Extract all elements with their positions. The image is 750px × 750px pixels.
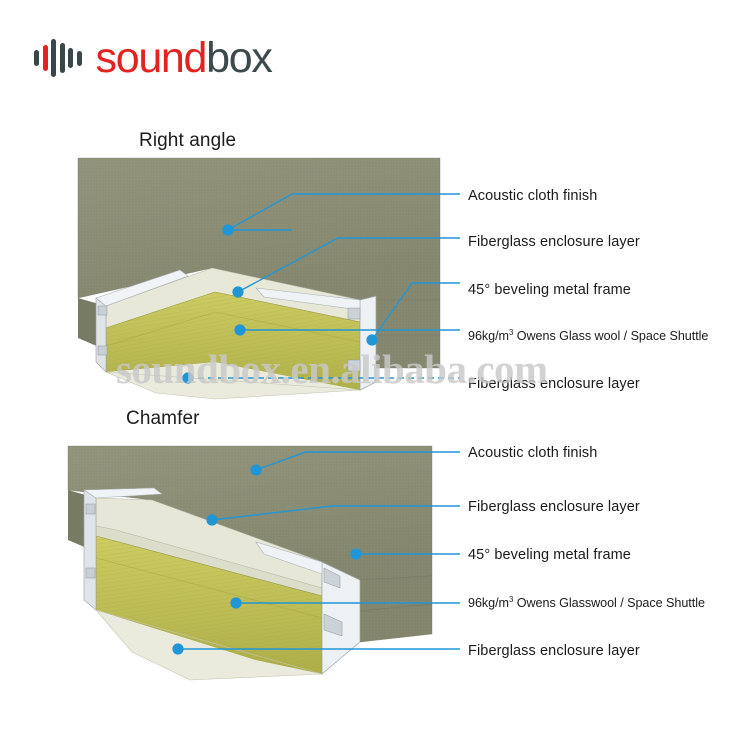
callout-label-beveling-metal-frame: 45° beveling metal frame [468,282,631,298]
callout-label-fiberglass-enclosure-upper: Fiberglass enclosure layer [468,234,640,250]
acoustic-cloth-right-edge [359,575,433,643]
callout-label-glass-wool: 96kg/m3 Owens Glass wool / Space Shuttle [468,327,709,343]
callout-label-acoustic-cloth-finish: Acoustic cloth finish [468,188,598,204]
callout-label-beveling-metal-frame: 45° beveling metal frame [468,547,631,563]
glass-wool-density: 96kg/m [468,329,509,343]
glass-wool-brand: Owens Glasswool / Space Shuttle [513,596,705,610]
panel-section-chamfer: Chamfer [0,395,750,695]
leader-dot-fiberglass-upper [206,514,218,526]
leader-dot-glass-wool [230,597,242,609]
beveling-metal-frame-left [83,487,163,611]
leader-dot-metal-frame [366,334,378,346]
leader-dot-fiberglass-upper [232,286,244,298]
callout-label-fiberglass-enclosure-upper: Fiberglass enclosure layer [468,499,640,515]
leader-lines [188,193,460,379]
beveling-metal-frame-left [95,269,189,373]
brand-name: soundbox [95,33,273,82]
leader-lines [178,451,460,650]
callout-label-fiberglass-enclosure-bottom: Fiberglass enclosure layer [468,643,640,659]
leader-dot-acoustic-cloth [222,224,234,236]
brand-name-primary: sound [95,33,208,82]
leader-dots [172,464,362,655]
leader-dot-metal-frame [350,548,362,560]
callout-label-acoustic-cloth-finish: Acoustic cloth finish [468,445,598,461]
brand-name-secondary: box [206,33,273,82]
section-title-chamfer: Chamfer [126,408,200,429]
leader-dot-glass-wool [234,324,246,336]
glass-wool-unit-exponent: 3 [509,327,514,337]
beveling-metal-frame-right [255,541,361,675]
panel-section-right-angle: Right angle [0,108,750,400]
right-angle-panel-illustration [77,157,460,400]
leader-dot-acoustic-cloth [250,464,262,476]
glass-wool-density: 96kg/m [468,596,509,610]
leader-dot-fiberglass-bottom [172,643,184,655]
section-title-right-angle: Right angle [139,130,237,151]
callout-label-glass-wool: 96kg/m3 Owens Glasswool / Space Shuttle [468,594,705,610]
leader-dot-fiberglass-bottom [182,372,194,384]
fiberglass-enclosure-bottom [95,609,323,681]
glass-wool-unit-exponent: 3 [509,594,514,604]
brand-logo: soundbox [34,30,273,86]
callout-label-fiberglass-enclosure-bottom: Fiberglass enclosure layer [468,376,640,392]
glass-wool-brand: Owens Glass wool / Space Shuttle [513,329,709,343]
fiberglass-enclosure-bottom [105,362,361,400]
chamfer-panel-illustration [67,445,460,681]
soundwave-icon [34,38,82,78]
glass-wool-core [105,291,361,391]
leader-dots [182,224,378,384]
